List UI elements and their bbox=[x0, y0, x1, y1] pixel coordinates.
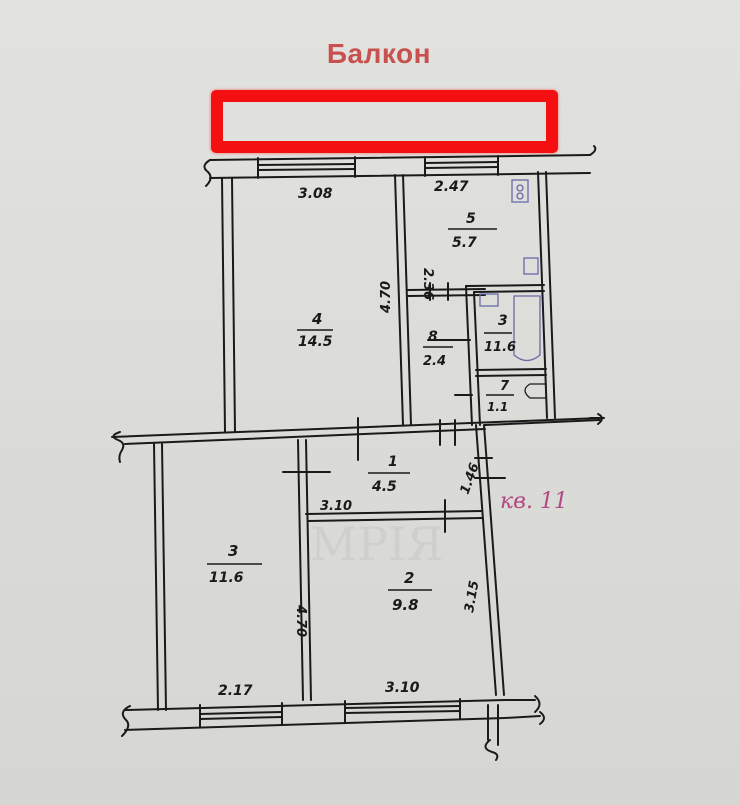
svg-text:14.5: 14.5 bbox=[298, 334, 333, 350]
svg-text:9.8: 9.8 bbox=[392, 596, 419, 614]
dim-bottom-left: 2.17 bbox=[218, 683, 253, 699]
room-label-3: 3 3 11.6 11.6 bbox=[207, 542, 262, 586]
svg-text:5.7: 5.7 bbox=[452, 235, 477, 251]
dim-room2-side: 3.15 bbox=[462, 579, 482, 613]
stove-icon bbox=[511, 179, 529, 203]
dim-bottom-right: 3.10 bbox=[385, 680, 420, 696]
svg-text:8: 8 bbox=[428, 329, 438, 345]
watermark: МРІЯ bbox=[310, 517, 443, 571]
room-label-8: 8 2.4 bbox=[423, 329, 453, 369]
balcony-label: Балкон bbox=[326, 38, 432, 69]
room-label-7: 7 1.1 bbox=[486, 379, 514, 414]
svg-text:4.5: 4.5 bbox=[371, 479, 397, 495]
svg-text:4: 4 bbox=[311, 310, 322, 328]
fixtures bbox=[479, 179, 547, 399]
svg-text:11.6: 11.6 bbox=[209, 570, 244, 586]
room-label-2: 2 9.8 bbox=[388, 569, 432, 614]
top-exterior-wall bbox=[203, 145, 597, 187]
svg-text:11.6: 11.6 bbox=[484, 340, 516, 355]
balcony-highlight bbox=[211, 90, 558, 153]
svg-text:3: 3 bbox=[498, 313, 508, 329]
apartment-stamp: кв. 11 bbox=[500, 489, 568, 514]
room-label-4: 4 14.5 bbox=[297, 310, 333, 350]
room-label-1: 1 4.5 bbox=[368, 454, 410, 495]
svg-text:7: 7 bbox=[500, 379, 510, 394]
dim-top-left: 3.08 bbox=[298, 186, 333, 202]
toilet-icon bbox=[524, 383, 547, 399]
svg-text:5: 5 bbox=[466, 211, 476, 227]
dim-room4-side: 4.70 bbox=[379, 281, 394, 314]
bathtub-icon bbox=[513, 295, 541, 362]
room-label-6: 3 11.6 bbox=[484, 313, 516, 355]
svg-text:2: 2 bbox=[404, 569, 414, 587]
washbasin-icon bbox=[479, 293, 499, 307]
svg-text:1: 1 bbox=[388, 454, 398, 470]
sink-icon bbox=[523, 257, 539, 275]
svg-text:1.1: 1.1 bbox=[487, 400, 508, 414]
svg-text:2.4: 2.4 bbox=[423, 354, 446, 369]
dim-hall-width: 3.10 bbox=[320, 499, 352, 514]
dim-kitchen-side: 2.36 bbox=[420, 268, 435, 300]
room-label-5: 5 5.7 bbox=[448, 211, 497, 251]
svg-text:3: 3 bbox=[228, 542, 238, 560]
dim-room3-side: 4.70 bbox=[293, 604, 308, 637]
dim-top-right: 2.47 bbox=[434, 179, 469, 195]
